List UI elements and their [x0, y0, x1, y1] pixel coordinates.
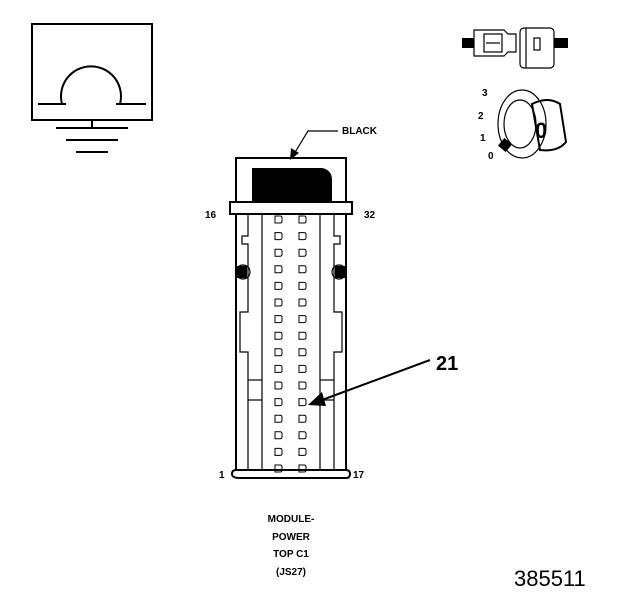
cavity-right-8: [298, 331, 307, 340]
pin-label-1: 1: [219, 470, 225, 481]
cavity-left-8: [274, 331, 283, 340]
switch-pos-0: 0: [488, 151, 494, 162]
cavity-right-5: [298, 281, 307, 290]
switch-pos-3: 3: [482, 88, 488, 99]
switch-knob-label: 0: [535, 118, 547, 143]
cavity-right-10: [298, 364, 307, 373]
cavity-right-4: [298, 265, 307, 274]
cavity-grid: [274, 215, 307, 473]
cavity-right-16: [298, 464, 307, 473]
cavity-left-1: [274, 215, 283, 224]
switch-pos-2: 2: [478, 111, 484, 122]
cavity-right-14: [298, 431, 307, 440]
cavity-right-15: [298, 447, 307, 456]
switch-pos-1: 1: [480, 133, 486, 144]
caption-line-3: TOP C1: [273, 549, 309, 560]
cavity-left-5: [274, 281, 283, 290]
cavity-right-6: [298, 298, 307, 307]
cavity-left-9: [274, 348, 283, 357]
cavity-right-3: [298, 248, 307, 257]
cavity-right-13: [298, 414, 307, 423]
cavity-left-15: [274, 447, 283, 456]
pin-label-32: 32: [364, 210, 376, 221]
callout-arrow: [308, 359, 431, 406]
terminal-connector-icon: [462, 27, 568, 69]
cavity-right-12: [298, 398, 307, 407]
pin-label-16: 16: [205, 210, 217, 221]
cavity-left-10: [274, 364, 283, 373]
cavity-left-14: [274, 431, 283, 440]
color-leader-arrow: [290, 130, 338, 160]
ohm-meter-icon: [31, 23, 153, 153]
cavity-left-16: [274, 464, 283, 473]
connector-color-label: BLACK: [342, 126, 378, 137]
cavity-left-2: [274, 232, 283, 241]
caption-line-4: (JS27): [276, 567, 306, 578]
caption-line-2: POWER: [272, 532, 311, 543]
cavity-left-12: [274, 398, 283, 407]
cavity-left-3: [274, 248, 283, 257]
cavity-left-13: [274, 414, 283, 423]
cavity-left-7: [274, 315, 283, 324]
cavity-right-11: [298, 381, 307, 390]
cavity-right-2: [298, 232, 307, 241]
cavity-right-7: [298, 315, 307, 324]
figure-number: 385511: [514, 566, 586, 591]
pin-label-17: 17: [353, 470, 365, 481]
cavity-left-11: [274, 381, 283, 390]
cavity-right-9: [298, 348, 307, 357]
caption-line-1: MODULE-: [268, 514, 315, 525]
connector-body: [229, 157, 353, 479]
cavity-right-1: [298, 215, 307, 224]
callout-number: 21: [436, 353, 458, 375]
cavity-left-6: [274, 298, 283, 307]
cavity-left-4: [274, 265, 283, 274]
ignition-switch-icon: 3 2 1 0 0: [478, 88, 568, 162]
